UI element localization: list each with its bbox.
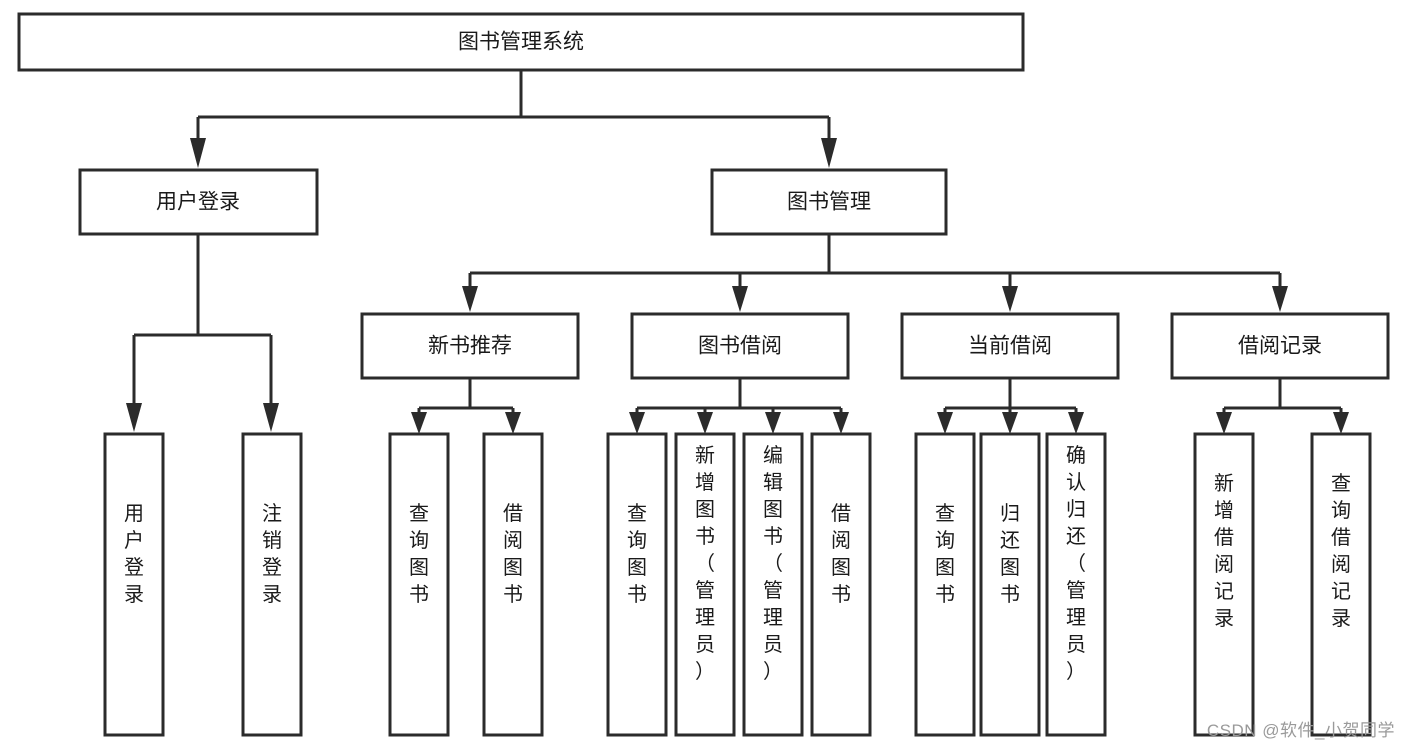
node-user-login[interactable]: 用户登录 bbox=[78, 168, 319, 236]
arrow-head-borrow-record bbox=[1272, 286, 1288, 312]
node-borrow-record-label: 借阅记录 bbox=[1238, 335, 1322, 358]
node-leaf-add-record-label: 新增借阅记录 bbox=[1214, 472, 1234, 630]
node-leaf-add-book[interactable]: 新增图书（管理员） bbox=[674, 432, 736, 737]
node-book-management-box[interactable] bbox=[710, 168, 948, 236]
arrow-head-leaf-logout-login bbox=[263, 403, 279, 432]
node-book-borrow[interactable]: 图书借阅 bbox=[630, 312, 850, 380]
node-book-management[interactable]: 图书管理 bbox=[710, 168, 948, 236]
node-leaf-query-book-2[interactable]: 查询图书 bbox=[606, 432, 668, 737]
node-leaf-add-record[interactable]: 新增借阅记录 bbox=[1193, 432, 1255, 737]
node-current-borrow-label: 当前借阅 bbox=[968, 335, 1052, 358]
node-leaf-return-book-box[interactable] bbox=[979, 432, 1041, 737]
node-leaf-logout-login-box[interactable] bbox=[241, 432, 303, 737]
node-leaf-query-book-1[interactable]: 查询图书 bbox=[388, 432, 450, 737]
node-leaf-query-book-2-box[interactable] bbox=[606, 432, 668, 737]
node-leaf-return-book-label: 归还图书 bbox=[1000, 502, 1020, 606]
node-current-borrow-box[interactable] bbox=[900, 312, 1120, 380]
node-root[interactable]: 图书管理系统 bbox=[17, 12, 1025, 72]
node-leaf-borrow-book-1-label: 借阅图书 bbox=[503, 502, 523, 606]
node-leaf-query-book-3-box[interactable] bbox=[914, 432, 976, 737]
node-leaf-user-login-box[interactable] bbox=[103, 432, 165, 737]
node-new-book-recommend[interactable]: 新书推荐 bbox=[360, 312, 580, 380]
node-leaf-confirm-return-box[interactable] bbox=[1045, 432, 1107, 737]
node-leaf-edit-book[interactable]: 编辑图书（管理员） bbox=[742, 432, 804, 737]
node-leaf-user-login[interactable]: 用户登录 bbox=[103, 432, 165, 737]
node-leaf-query-record-label: 查询借阅记录 bbox=[1331, 472, 1351, 630]
node-leaf-confirm-return[interactable]: 确认归还（管理员） bbox=[1045, 432, 1107, 737]
node-leaf-borrow-book-1-box[interactable] bbox=[482, 432, 544, 737]
node-leaf-query-book-3[interactable]: 查询图书 bbox=[914, 432, 976, 737]
arrow-head-leaf-add-book bbox=[697, 412, 713, 434]
arrow-head-user-login bbox=[190, 138, 206, 168]
node-book-management-label: 图书管理 bbox=[787, 191, 871, 214]
arrow-head-current-borrow bbox=[1002, 286, 1018, 312]
node-root-label: 图书管理系统 bbox=[458, 31, 584, 54]
node-leaf-add-book-label: 新增图书（管理员） bbox=[695, 444, 715, 683]
arrow-head-leaf-borrow-book-2 bbox=[833, 412, 849, 434]
node-leaf-logout-login-label: 注销登录 bbox=[262, 502, 282, 606]
node-leaf-edit-book-label: 编辑图书（管理员） bbox=[763, 444, 783, 683]
node-leaf-query-record-box[interactable] bbox=[1310, 432, 1372, 737]
arrow-head-leaf-add-record bbox=[1216, 412, 1232, 434]
node-leaf-query-book-2-label: 查询图书 bbox=[627, 502, 647, 606]
node-book-borrow-label: 图书借阅 bbox=[698, 335, 782, 358]
node-leaf-edit-book-box[interactable] bbox=[742, 432, 804, 737]
leaf-nodes-layer: 用户登录 注销登录 查询图书 借阅图书 查询图书 新增图书（管理员） bbox=[103, 432, 1372, 737]
node-leaf-query-book-1-box[interactable] bbox=[388, 432, 450, 737]
arrow-head-leaf-confirm-return bbox=[1068, 412, 1084, 434]
connector-layer bbox=[126, 70, 1349, 434]
node-borrow-record[interactable]: 借阅记录 bbox=[1170, 312, 1390, 380]
node-new-book-recommend-box[interactable] bbox=[360, 312, 580, 380]
node-leaf-borrow-book-1[interactable]: 借阅图书 bbox=[482, 432, 544, 737]
arrow-head-leaf-borrow-book-1 bbox=[505, 412, 521, 434]
node-leaf-add-record-box[interactable] bbox=[1193, 432, 1255, 737]
node-user-login-label: 用户登录 bbox=[156, 191, 240, 214]
arrow-head-leaf-return-book bbox=[1002, 412, 1018, 434]
node-leaf-logout-login[interactable]: 注销登录 bbox=[241, 432, 303, 737]
node-book-borrow-box[interactable] bbox=[630, 312, 850, 380]
node-leaf-borrow-book-2[interactable]: 借阅图书 bbox=[810, 432, 872, 737]
node-leaf-confirm-return-label: 确认归还（管理员） bbox=[1066, 444, 1086, 683]
arrow-head-leaf-query-book-2 bbox=[629, 412, 645, 434]
csdn-watermark: CSDN @软件_小贺同学 bbox=[1206, 721, 1395, 740]
node-root-box[interactable] bbox=[17, 12, 1025, 72]
arrow-head-book-management bbox=[821, 138, 837, 168]
node-leaf-borrow-book-2-label: 借阅图书 bbox=[831, 502, 851, 606]
arrow-head-leaf-query-book-1 bbox=[411, 412, 427, 434]
arrow-head-leaf-user-login bbox=[126, 403, 142, 432]
node-leaf-query-record[interactable]: 查询借阅记录 bbox=[1310, 432, 1372, 737]
node-leaf-user-login-label: 用户登录 bbox=[124, 503, 144, 606]
arrow-head-leaf-query-book-3 bbox=[937, 412, 953, 434]
arrow-head-book-borrow bbox=[732, 286, 748, 312]
node-leaf-add-book-box[interactable] bbox=[674, 432, 736, 737]
node-user-login-box[interactable] bbox=[78, 168, 319, 236]
node-current-borrow[interactable]: 当前借阅 bbox=[900, 312, 1120, 380]
node-leaf-query-book-3-label: 查询图书 bbox=[935, 502, 955, 606]
node-borrow-record-box[interactable] bbox=[1170, 312, 1390, 380]
arrow-head-new-book-recommend bbox=[462, 286, 478, 312]
node-new-book-recommend-label: 新书推荐 bbox=[428, 335, 512, 358]
arrow-head-leaf-edit-book bbox=[765, 412, 781, 434]
node-leaf-borrow-book-2-box[interactable] bbox=[810, 432, 872, 737]
node-leaf-return-book[interactable]: 归还图书 bbox=[979, 432, 1041, 737]
node-leaf-query-book-1-label: 查询图书 bbox=[409, 502, 429, 606]
arrow-head-leaf-query-record bbox=[1333, 412, 1349, 434]
